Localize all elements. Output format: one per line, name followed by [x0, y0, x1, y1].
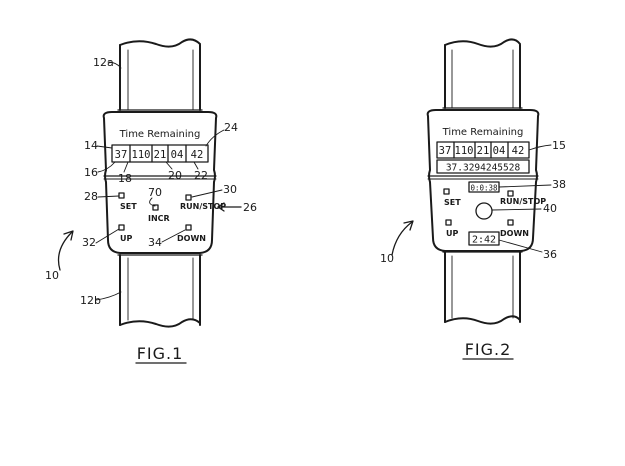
- reference-numeral: 20: [168, 169, 182, 182]
- long-number-display: [436, 159, 530, 174]
- down-button[interactable]: [185, 224, 192, 231]
- figure-1: Time Remaining 37 110 21 04 42 SET RUN/S…: [45, 38, 257, 364]
- reference-numeral: 10: [45, 269, 59, 282]
- display-cell: 37: [439, 145, 452, 157]
- figure-2: Time Remaining 37 110 21 04 42 37.329424…: [380, 38, 566, 360]
- long-number-text: 37.3294245528: [446, 163, 521, 174]
- reference-numeral: 70: [148, 186, 162, 199]
- reference-numeral: 18: [118, 172, 132, 185]
- reference-numeral: 32: [82, 236, 96, 249]
- clock-display: [468, 231, 500, 246]
- strap-top: [442, 38, 523, 109]
- display-cell: 42: [512, 145, 525, 157]
- display-cell: 04: [171, 149, 184, 161]
- set-button[interactable]: [443, 188, 450, 195]
- reference-numerals: 15 38 40 36 10: [380, 139, 566, 265]
- up-button[interactable]: [445, 219, 452, 226]
- time-remaining-title: Time Remaining: [442, 127, 524, 138]
- figure-1-caption: FIG.1: [137, 344, 184, 363]
- display-cell: 110: [132, 149, 151, 161]
- up-label: UP: [446, 229, 458, 238]
- strap-top: [117, 38, 203, 111]
- down-button[interactable]: [507, 219, 514, 226]
- reference-numerals: 12a 24 14 16 18 20 22 70 28 30 26 32: [45, 56, 257, 307]
- down-label: DOWN: [177, 234, 206, 243]
- figure-2-caption: FIG.2: [465, 340, 512, 359]
- reference-numeral: 14: [84, 139, 98, 152]
- reference-numeral: 12b: [80, 294, 101, 307]
- reference-numeral: 40: [543, 202, 557, 215]
- run-stop-label: RUN/STOP: [180, 202, 226, 211]
- small-display-text: 0:0:38: [470, 184, 498, 193]
- time-display: 37 110 21 04 42: [436, 141, 530, 159]
- reference-numeral: 34: [148, 236, 162, 249]
- set-button[interactable]: [118, 192, 125, 199]
- run-stop-label: RUN/STOP: [500, 197, 546, 206]
- up-label: UP: [120, 234, 132, 243]
- run-stop-button[interactable]: [507, 190, 514, 197]
- reference-numeral: 15: [552, 139, 566, 152]
- reference-numeral: 38: [552, 178, 566, 191]
- down-label: DOWN: [500, 229, 529, 238]
- strap-bottom: [442, 251, 523, 325]
- reference-numeral: 26: [243, 201, 257, 214]
- center-button[interactable]: [475, 202, 493, 220]
- display-cell: 42: [191, 149, 204, 161]
- reference-numeral: 22: [194, 169, 208, 182]
- incr-button[interactable]: [152, 204, 159, 211]
- reference-numeral: 16: [84, 166, 98, 179]
- display-cell: 21: [477, 145, 490, 157]
- reference-numeral: 10: [380, 252, 394, 265]
- display-cell: 21: [154, 149, 167, 161]
- up-button[interactable]: [118, 224, 125, 231]
- reference-numeral: 24: [224, 121, 238, 134]
- display-cell: 04: [493, 145, 506, 157]
- time-remaining-title: Time Remaining: [119, 129, 201, 140]
- incr-label: INCR: [148, 214, 170, 223]
- time-display: 37 110 21 04 42: [111, 144, 209, 163]
- display-cell: 110: [455, 145, 474, 157]
- reference-numeral: 28: [84, 190, 98, 203]
- display-cell: 37: [115, 149, 128, 161]
- set-label: SET: [444, 198, 461, 207]
- set-label: SET: [120, 202, 137, 211]
- reference-numeral: 12a: [93, 56, 114, 69]
- reference-numeral: 30: [223, 183, 237, 196]
- clock-text: 2:42: [472, 235, 496, 246]
- reference-numeral: 36: [543, 248, 557, 261]
- strap-bottom: [117, 254, 203, 328]
- run-stop-button[interactable]: [185, 194, 192, 201]
